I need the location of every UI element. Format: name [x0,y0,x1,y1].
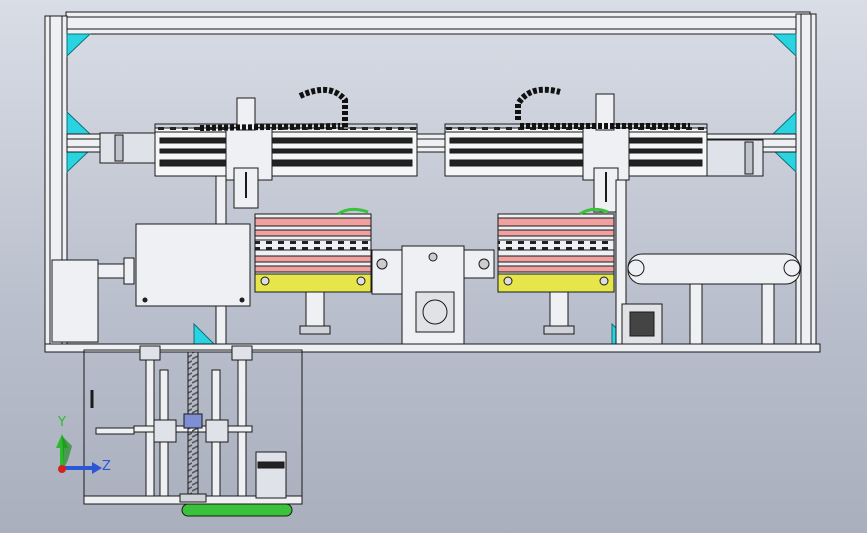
center-clamp-block [371,245,495,345]
right-linear-module [444,93,764,213]
coordinate-triad: Y Z [56,415,111,474]
left-cable-chain [298,87,348,130]
lift-subframe [83,345,303,517]
right-cable-chain [515,86,561,120]
z-axis-label: Z [102,459,111,474]
top-frame-beam [65,11,811,35]
left-linear-module [99,97,418,209]
right-frame-post [795,13,817,349]
left-mold-stack [254,207,372,335]
z-axis-arrow [64,462,102,474]
control-box [51,223,251,343]
y-axis-label: Y [57,415,66,430]
right-mold-stack [497,207,615,335]
conveyor-unit [621,253,801,345]
base-plate [44,343,821,353]
triad-origin [58,465,66,473]
